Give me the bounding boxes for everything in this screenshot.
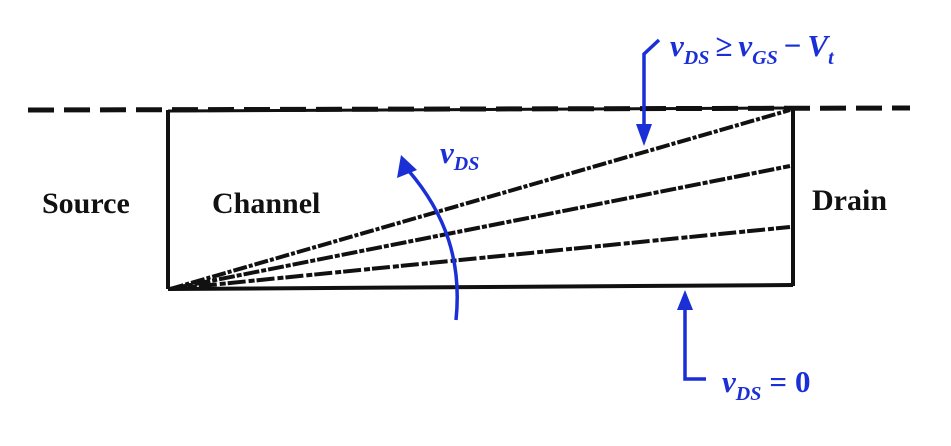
pinchoff-condition-label: vDS≥vGS−Vt [670,28,835,69]
pinchoff-arrowhead [636,124,652,146]
vds-sweep-arrowhead [397,155,417,178]
drain-label: Drain [812,184,887,217]
channel-profile-line-pinchoff [169,108,791,291]
channel-profile-line-low [169,225,791,291]
channel-label: Channel [212,187,320,220]
vds-sweep-label: vDS [440,135,479,175]
zero-bias-arrowhead [677,290,693,310]
channel-profile-line-mid [169,164,791,291]
source-label: Source [42,187,130,220]
channel-bottom-edge [167,283,794,291]
vds-sweep-arrow [406,168,459,321]
channel-top-edge [167,106,794,113]
zero-bias-condition-label: vDS=0 [722,364,811,405]
pinchoff-arrow-line [642,38,661,130]
zero-bias-arrow-line [683,302,706,381]
